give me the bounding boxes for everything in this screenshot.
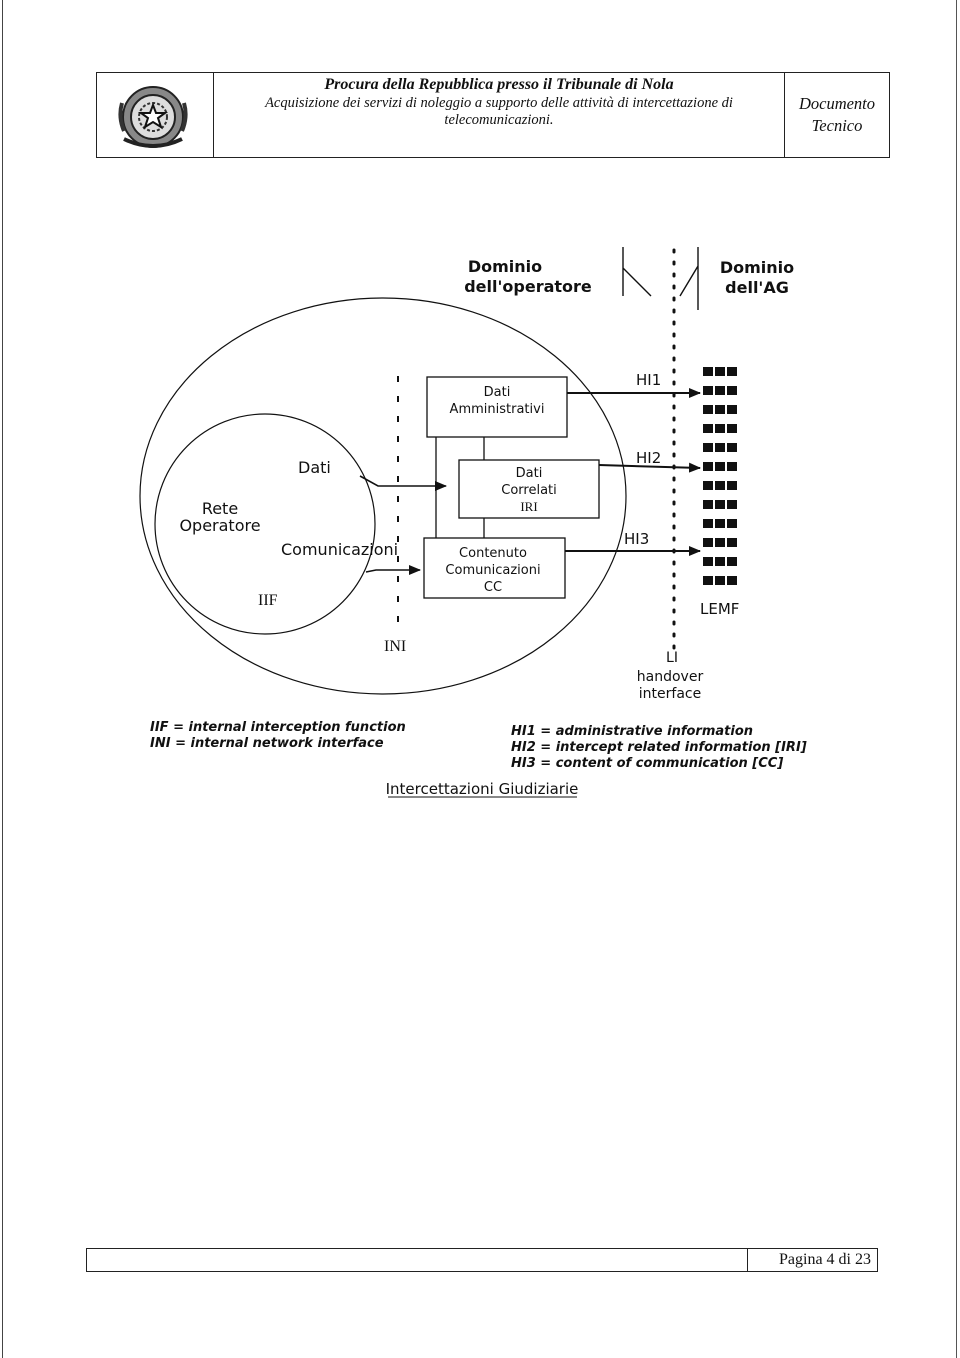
box-admin-line2: Amministrativi xyxy=(450,402,545,417)
footer-divider xyxy=(747,1249,748,1271)
legend-hi3: HI3 = content of communication [CC] xyxy=(511,756,783,771)
header-title-cell: Procura della Repubblica presso il Tribu… xyxy=(214,73,785,157)
legend-ini: INI = internal network interface xyxy=(150,736,384,751)
comunicazioni-arrow xyxy=(365,565,421,575)
legend-iif: IIF = internal interception function xyxy=(150,720,406,735)
page-right-edge xyxy=(956,0,957,1358)
dati-arrow xyxy=(359,475,447,491)
dati-label: Dati xyxy=(298,458,331,477)
page-left-edge xyxy=(2,0,3,1358)
document-header: Procura della Repubblica presso il Tribu… xyxy=(96,72,890,158)
header-subtitle: Acquisizione dei servizi di noleggio a s… xyxy=(265,95,733,128)
domain-operator-line2: dell'operatore xyxy=(464,277,592,296)
network-label-line1: Rete xyxy=(202,499,238,518)
page-number: Pagina 4 di 23 xyxy=(779,1251,871,1268)
box-iri-line3: IRI xyxy=(520,499,537,514)
network-circle xyxy=(154,413,376,635)
comunicazioni-label: Comunicazioni xyxy=(281,540,398,559)
operator-domain-bracket xyxy=(622,247,652,297)
legend-hi2: HI2 = intercept related information [IRI… xyxy=(511,740,807,755)
domain-operator-line1: Dominio xyxy=(468,257,542,276)
li-label-line3: interface xyxy=(639,686,701,702)
republic-emblem-icon xyxy=(118,86,188,148)
domain-ag-line1: Dominio xyxy=(720,258,794,277)
box-cc-line2: Comunicazioni xyxy=(445,563,540,578)
li-label-line2: handover xyxy=(637,669,704,685)
box-iri-line1: Dati xyxy=(516,466,543,481)
box-cc-line3: CC xyxy=(484,580,502,595)
network-label-line2: Operatore xyxy=(179,516,260,535)
hi3-label: HI3 xyxy=(624,530,649,548)
legend-hi1: HI1 = administrative information xyxy=(511,724,753,739)
diagram-caption: Intercettazioni Giudiziarie xyxy=(386,780,579,798)
hi1-label: HI1 xyxy=(636,371,661,389)
lemf-label: LEMF xyxy=(700,600,739,618)
header-logo-cell xyxy=(97,73,214,157)
lemf-block-grid xyxy=(703,367,737,585)
doc-type-line2: Tecnico xyxy=(811,116,863,135)
doc-type-line1: Documento xyxy=(798,94,876,113)
box-iri-line2: Correlati xyxy=(501,483,557,498)
hi2-label: HI2 xyxy=(636,449,661,467)
box-content-communications xyxy=(423,537,566,599)
box-iri-data xyxy=(458,459,600,519)
iif-label: IIF xyxy=(258,592,278,609)
box-admin-line1: Dati xyxy=(484,385,511,400)
header-title: Procura della Repubblica presso il Tribu… xyxy=(324,76,674,93)
domain-ag-line2: dell'AG xyxy=(725,278,789,297)
operator-domain-ellipse xyxy=(139,297,627,695)
box-cc-line1: Contenuto xyxy=(459,546,527,561)
box-administrative-data xyxy=(426,376,568,438)
hi2-arrow xyxy=(598,462,701,473)
ini-label: INI xyxy=(384,638,406,655)
li-label-line1: LI xyxy=(666,650,678,666)
page-footer: Pagina 4 di 23 xyxy=(86,1248,878,1272)
ag-domain-bracket xyxy=(679,247,699,310)
header-doc-type-cell: Documento Tecnico xyxy=(785,73,889,157)
